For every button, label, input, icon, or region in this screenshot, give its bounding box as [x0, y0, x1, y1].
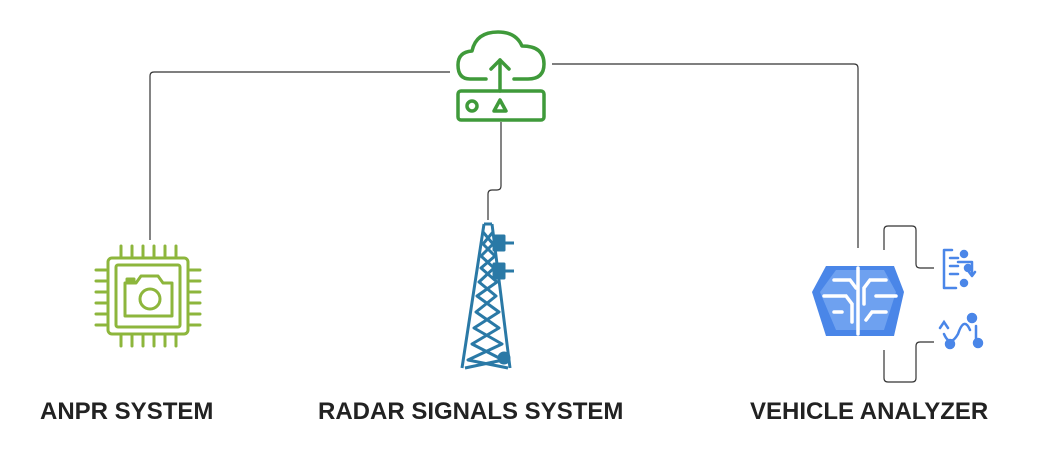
document-flow-icon [942, 248, 977, 290]
anpr-system-label: ANPR SYSTEM [40, 398, 214, 425]
bracket-bottom [883, 341, 934, 383]
workflow-connector-icon [938, 312, 984, 350]
camera-chip-icon [94, 244, 202, 348]
connector-gateway-anpr [149, 71, 450, 240]
radar-signals-system-label: RADAR SIGNALS SYSTEM [318, 398, 624, 425]
cloud-upload-device-icon [456, 30, 546, 122]
ai-brain-icon [812, 266, 904, 336]
radio-tower-icon [460, 222, 514, 370]
connectors [149, 63, 934, 383]
connector-gateway-radar [487, 122, 502, 220]
connector-gateway-vehicle [552, 63, 859, 248]
bracket-top [883, 225, 934, 269]
vehicle-analyzer-label: VEHICLE ANALYZER [750, 398, 989, 425]
